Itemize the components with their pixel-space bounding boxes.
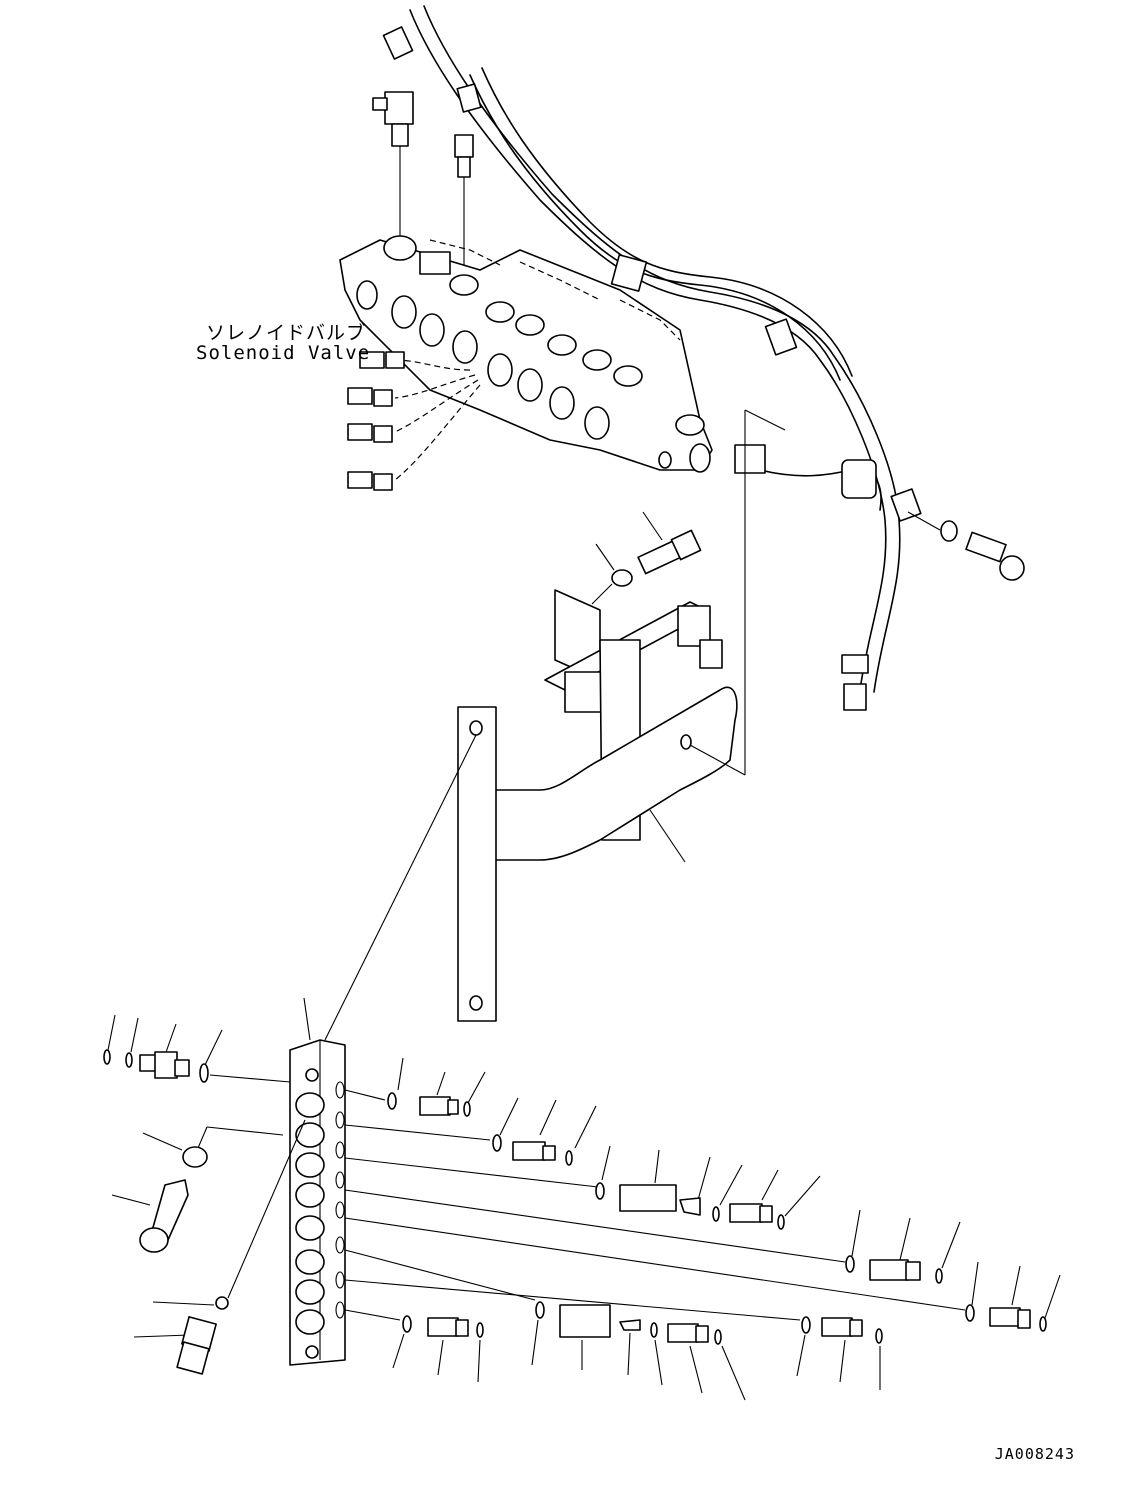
hose-assembly-top [382, 5, 922, 711]
solenoid-valve-block [339, 235, 713, 473]
manifold-block [289, 734, 477, 1366]
mounting-bracket [457, 409, 786, 1022]
solenoid-valve-label-jp: ソレノイドバルブ [206, 322, 367, 344]
solenoid-valve-label-en: Solenoid Valve [196, 342, 371, 364]
bracket-bolt [591, 511, 702, 605]
manifold-right-fittings [344, 1057, 1061, 1401]
drawing-number: JA008243 [994, 1445, 1075, 1463]
harness-connectors [347, 351, 481, 491]
bolt-washer-right [907, 511, 1025, 581]
pressure-switch-fittings [372, 91, 474, 280]
manifold-left-parts [103, 1014, 306, 1375]
